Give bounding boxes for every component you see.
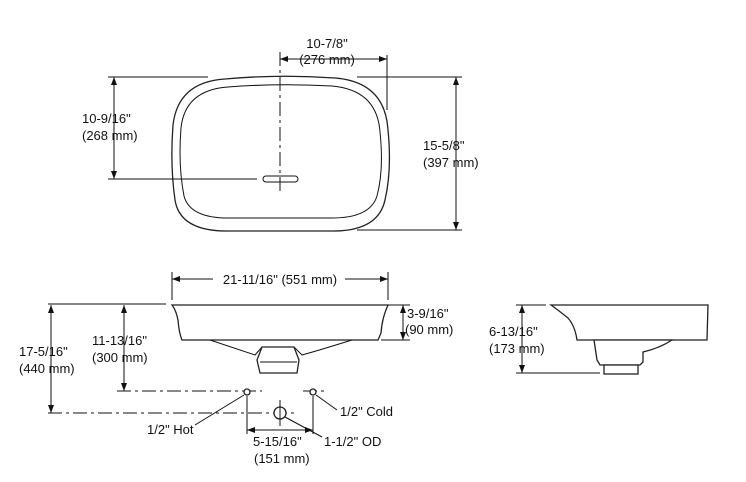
bowl-height-inch: 3-9/16" [407,306,449,321]
cold-label: 1/2" Cold [340,404,393,419]
depth-dim-inch: 15-5/8" [423,138,465,153]
drain-dim-mm: (268 mm) [82,128,138,143]
width-dim-inch: 10-7/8" [306,36,348,51]
cold-supply-marker [309,388,317,396]
drain-height-mm: (440 mm) [19,361,75,376]
front-view: 21-11/16" (551 mm) 3-9/16" (90 mm) 11-13… [19,271,453,466]
drain-tail [603,364,639,375]
depth-dim-mm: (397 mm) [423,155,479,170]
drain-dim-inch: 10-9/16" [82,111,131,126]
side-view: 6-13/16" (173 mm) [489,304,709,375]
supply-height-inch: 11-13/16" [92,333,147,348]
supply-spacing-inch: 5-15/16" [253,434,302,449]
width-dim-mm: (276 mm) [299,52,355,67]
leader-line [315,394,338,411]
sink-inner-bowl [179,84,382,219]
top-view: 10-7/8" (276 mm) 10-9/16" (268 mm) 15-5/… [82,36,479,232]
sink-outer-rim [171,75,391,232]
side-height-mm: (173 mm) [489,341,545,356]
bowl-height-mm: (90 mm) [405,322,453,337]
leader-line [194,394,245,426]
drain-body [256,346,300,374]
hot-supply-marker [243,388,251,396]
hot-label: 1/2" Hot [147,422,194,437]
label-bg [213,271,345,287]
supply-height-mm: (300 mm) [92,350,148,365]
side-height-inch: 6-13/16" [489,324,538,339]
drain-height-inch: 17-5/16" [19,344,68,359]
supply-spacing-mm: (151 mm) [254,451,310,466]
drain-side-body [593,339,675,366]
overall-width-label: 21-11/16" (551 mm) [223,272,337,287]
sink-side-profile [548,304,709,341]
leader-line [284,416,323,438]
drain-od-label: 1-1/2" OD [324,434,381,449]
sink-front-profile [170,304,390,341]
